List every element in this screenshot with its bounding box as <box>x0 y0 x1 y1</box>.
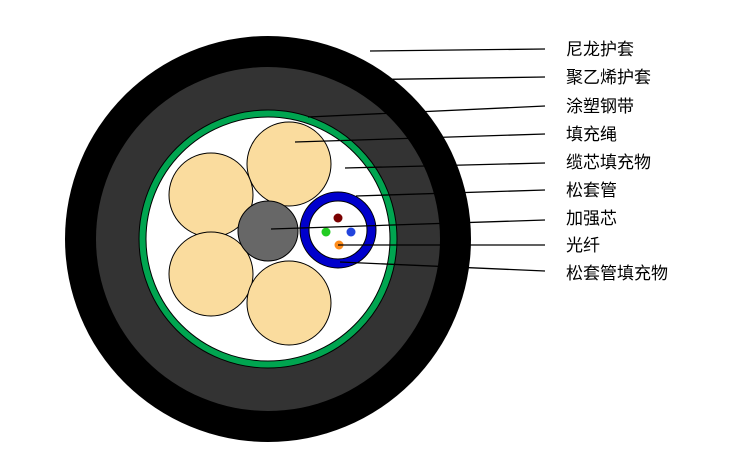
loose-tube-filler <box>308 200 368 260</box>
optical-fiber-brown <box>333 213 343 223</box>
filler-rope <box>168 231 254 317</box>
leader-line-nylon-sheath <box>369 48 546 52</box>
label-polyethylene-sheath: 聚乙烯护套 <box>566 68 651 88</box>
label-loose-tube: 松套管 <box>566 181 617 201</box>
strength-member <box>237 200 299 262</box>
filler-rope <box>246 260 332 346</box>
leader-line-filler-rope <box>294 133 546 143</box>
leader-line-core-filler <box>344 162 546 169</box>
filler-rope <box>246 121 332 207</box>
leader-line-steel-tape <box>307 105 546 118</box>
leader-line-strength-member <box>270 219 546 230</box>
leader-line-tube-filler <box>339 261 546 272</box>
label-nylon-sheath: 尼龙护套 <box>566 40 634 60</box>
optical-fiber-green <box>321 227 331 237</box>
label-coated-steel-tape: 涂塑钢带 <box>566 97 634 117</box>
label-loose-tube-filler: 松套管填充物 <box>566 264 668 284</box>
label-optical-fiber: 光纤 <box>566 236 600 256</box>
label-filler-rope: 填充绳 <box>566 125 617 145</box>
leader-line-loose-tube <box>355 189 546 197</box>
leader-line-pe-sheath <box>344 76 546 81</box>
label-strength-member: 加强芯 <box>566 209 617 229</box>
label-cable-core-filler: 缆芯填充物 <box>566 153 651 173</box>
optical-fiber-blue <box>346 227 356 237</box>
